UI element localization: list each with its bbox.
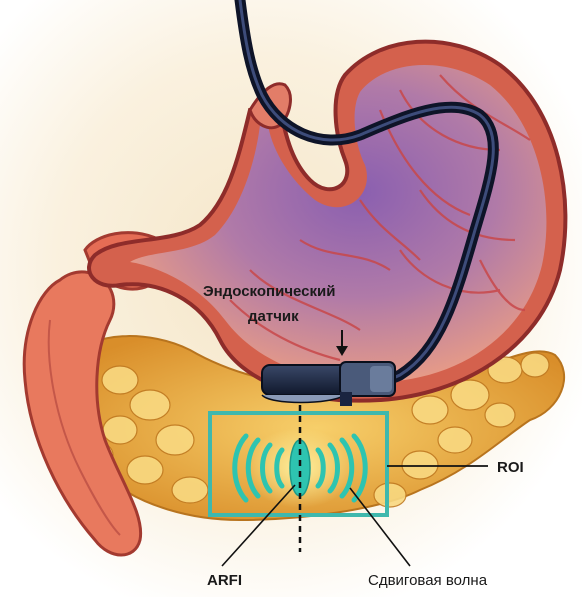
probe-label-line1: Эндоскопический: [203, 283, 335, 300]
roi-label: ROI: [497, 459, 524, 476]
shear-wave-label: Сдвиговая волна: [368, 572, 487, 589]
probe-label-line2: датчик: [248, 308, 299, 325]
arfi-label: ARFI: [207, 572, 242, 589]
